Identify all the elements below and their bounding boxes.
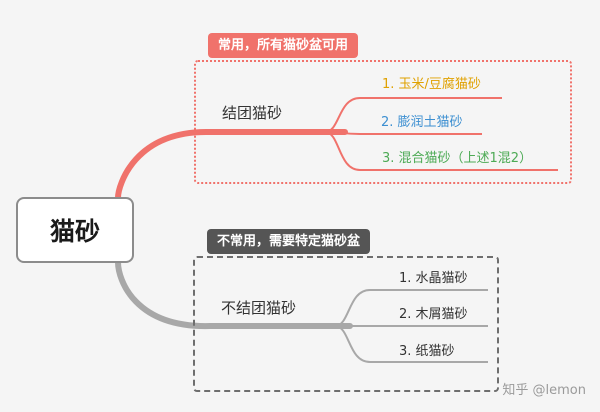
connector-clumping-item-3 <box>324 131 558 171</box>
clumping-usage-tag: 常用，所有猫砂盆可用 <box>208 33 359 58</box>
non-clumping-usage-tag: 不常用，需要特定猫砂盆 <box>207 229 371 254</box>
connector-root-to-clumping <box>115 128 348 201</box>
clumping-item-1[interactable]: 1. 玉米/豆腐猫砂 <box>382 77 481 92</box>
root-node-label: 猫砂 <box>49 217 100 246</box>
branch-clumping-label[interactable]: 结团猫砂 <box>222 104 283 122</box>
non-clumping-item-1[interactable]: 1. 水晶猫砂 <box>399 271 468 286</box>
non-clumping-group-frame <box>193 256 499 392</box>
non-clumping-item-2[interactable]: 2. 木屑猫砂 <box>399 307 468 322</box>
clumping-group-frame <box>194 60 572 184</box>
connector-non-clumping-item-1 <box>334 289 488 327</box>
root-node[interactable]: 猫砂 <box>16 197 134 263</box>
non-clumping-item-3[interactable]: 3. 纸猫砂 <box>399 344 455 359</box>
connector-clumping-item-1 <box>324 97 502 133</box>
clumping-item-3[interactable]: 3. 混合猫砂（上述1混2） <box>382 151 533 166</box>
connector-non-clumping-item-3 <box>334 325 488 363</box>
connector-root-to-non-clumping <box>115 259 353 330</box>
watermark-text: 知乎 @lemon <box>502 383 586 398</box>
branch-non-clumping-label[interactable]: 不结团猫砂 <box>221 299 297 317</box>
clumping-item-2[interactable]: 2. 膨润土猫砂 <box>381 115 463 130</box>
